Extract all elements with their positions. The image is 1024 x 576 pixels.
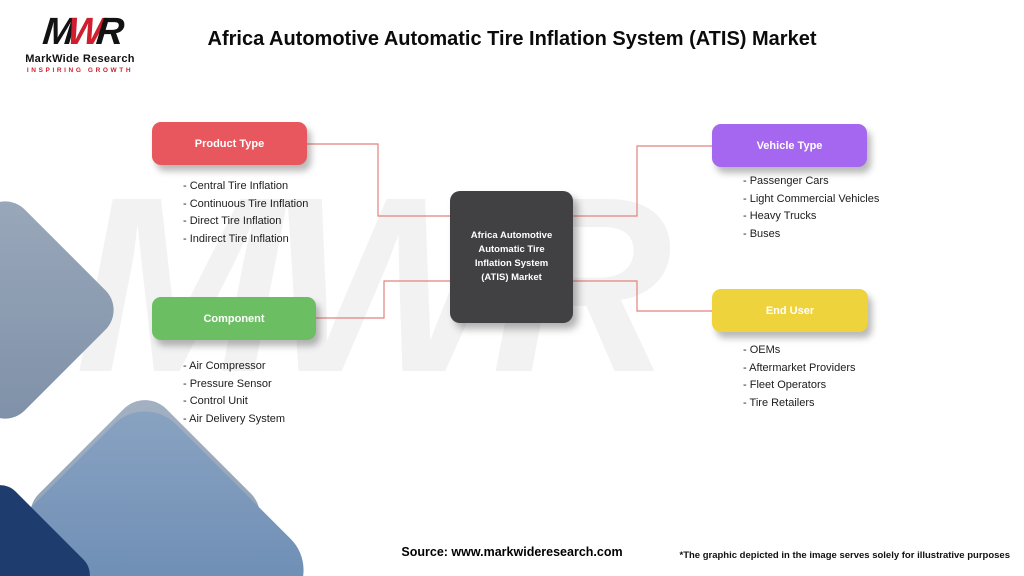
list-item: - Heavy Trucks: [743, 210, 817, 222]
category-header-component: Component: [152, 297, 316, 340]
center-node-label: Africa Automotive Automatic Tire Inflati…: [470, 230, 553, 283]
list-item: - Passenger Cars: [743, 175, 829, 187]
category-header-end-user: End User: [712, 289, 868, 332]
logo-tagline: Inspiring Growth: [26, 67, 134, 74]
category-product-type: Product Type - Central Tire Inflation - …: [152, 122, 309, 248]
connector-component: [316, 280, 450, 319]
list-item: - Fleet Operators: [743, 379, 827, 391]
logo-name: MarkWide Research: [25, 53, 135, 65]
category-label: Vehicle Type: [756, 139, 823, 152]
list-item: - Central Tire Inflation: [183, 180, 289, 192]
category-label: Component: [203, 312, 265, 325]
category-list-component: - Air Compressor - Pressure Sensor - Con…: [183, 358, 316, 428]
center-node: Africa Automotive Automatic Tire Inflati…: [450, 191, 573, 323]
connector-end-user: [573, 280, 712, 312]
connector-product-type: [307, 143, 450, 217]
list-item: - Direct Tire Inflation: [183, 215, 282, 227]
page-title: Africa Automotive Automatic Tire Inflati…: [207, 28, 817, 50]
category-header-vehicle-type: Vehicle Type: [712, 124, 867, 167]
list-item: - Tire Retailers: [743, 396, 815, 409]
list-item: - Light Commercial Vehicles: [743, 192, 880, 205]
connector-vehicle-type: [573, 145, 712, 217]
category-list-end-user: - OEMs - Aftermarket Providers - Fleet O…: [743, 342, 868, 412]
markwide-logo: MWR MarkWide Research Inspiring Growth: [20, 11, 140, 74]
list-item: - Buses: [743, 227, 781, 240]
category-list-vehicle-type: - Passenger Cars - Light Commercial Vehi…: [743, 173, 880, 243]
category-header-product-type: Product Type: [152, 122, 307, 165]
category-component: Component - Air Compressor - Pressure Se…: [152, 297, 316, 428]
list-item: - OEMs: [743, 344, 781, 356]
category-label: End User: [765, 304, 815, 317]
list-item: - Indirect Tire Inflation: [183, 232, 289, 245]
list-item: - Continuous Tire Inflation: [183, 197, 309, 210]
list-item: - Aftermarket Providers: [743, 361, 856, 374]
category-end-user: End User - OEMs - Aftermarket Providers …: [712, 289, 868, 412]
category-label: Product Type: [194, 137, 265, 150]
list-item: - Control Unit: [183, 395, 248, 407]
disclaimer-text: *The graphic depicted in the image serve…: [679, 550, 1011, 561]
decor-diamond-left: [0, 189, 126, 431]
list-item: - Air Delivery System: [183, 412, 286, 425]
category-list-product-type: - Central Tire Inflation - Continuous Ti…: [183, 178, 309, 248]
list-item: - Pressure Sensor: [183, 377, 272, 390]
decor-diamond-corner: [0, 476, 99, 576]
source-text: Source: www.markwideresearch.com: [401, 545, 623, 559]
category-vehicle-type: Vehicle Type - Passenger Cars - Light Co…: [712, 124, 880, 243]
list-item: - Air Compressor: [183, 360, 266, 372]
